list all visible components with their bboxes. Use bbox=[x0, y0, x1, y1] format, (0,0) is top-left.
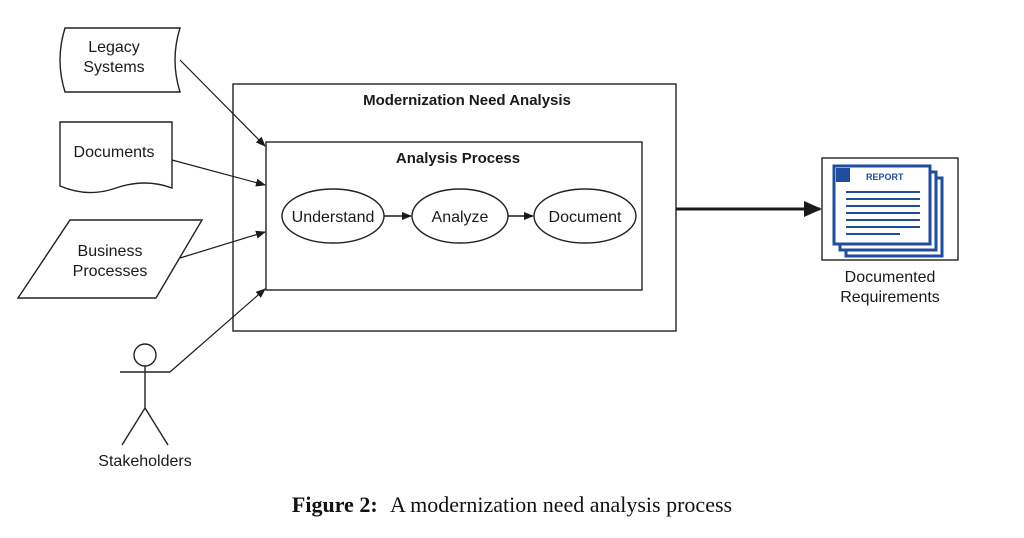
figure-caption-prefix: Figure 2: bbox=[292, 492, 378, 517]
arrow-stakeholders-to-analysis bbox=[169, 288, 266, 373]
report-document-icon: REPORT bbox=[821, 157, 959, 261]
documents-node: Documents bbox=[59, 121, 173, 194]
step-document: Document bbox=[533, 188, 637, 244]
analysis-process-box bbox=[265, 141, 643, 291]
analysis-process-title: Analysis Process bbox=[396, 150, 520, 167]
step-understand-label: Understand bbox=[292, 209, 375, 226]
step-document-label: Document bbox=[549, 209, 622, 226]
legacy-systems-label-line2: Systems bbox=[83, 59, 144, 76]
step-analyze-label: Analyze bbox=[432, 209, 489, 226]
step-understand: Understand bbox=[281, 188, 385, 244]
legacy-systems-node: Legacy Systems bbox=[59, 27, 181, 93]
business-processes-node: Business Processes bbox=[16, 219, 204, 299]
figure-caption: Figure 2: A modernization need analysis … bbox=[292, 492, 732, 517]
step-analyze: Analyze bbox=[411, 188, 509, 244]
documented-requirements-label-line2: Requirements bbox=[840, 289, 940, 306]
documents-label: Documents bbox=[74, 144, 155, 161]
stakeholder-actor-icon bbox=[120, 343, 170, 446]
documented-requirements-label-line1: Documented bbox=[845, 269, 936, 286]
report-icon-label: REPORT bbox=[866, 172, 904, 182]
business-processes-label-line1: Business bbox=[78, 243, 143, 260]
arrow-documents-to-analysis bbox=[171, 159, 266, 187]
business-processes-label-line2: Processes bbox=[73, 263, 148, 280]
arrow-legacy-systems-to-analysis bbox=[179, 59, 266, 147]
legacy-systems-label-line1: Legacy bbox=[88, 39, 140, 56]
stakeholders-label: Stakeholders bbox=[98, 453, 191, 470]
figure-caption-text: A modernization need analysis process bbox=[390, 492, 732, 517]
arrow-business-processes-to-analysis bbox=[179, 230, 266, 259]
modernization-need-analysis-title: Modernization Need Analysis bbox=[363, 92, 571, 109]
